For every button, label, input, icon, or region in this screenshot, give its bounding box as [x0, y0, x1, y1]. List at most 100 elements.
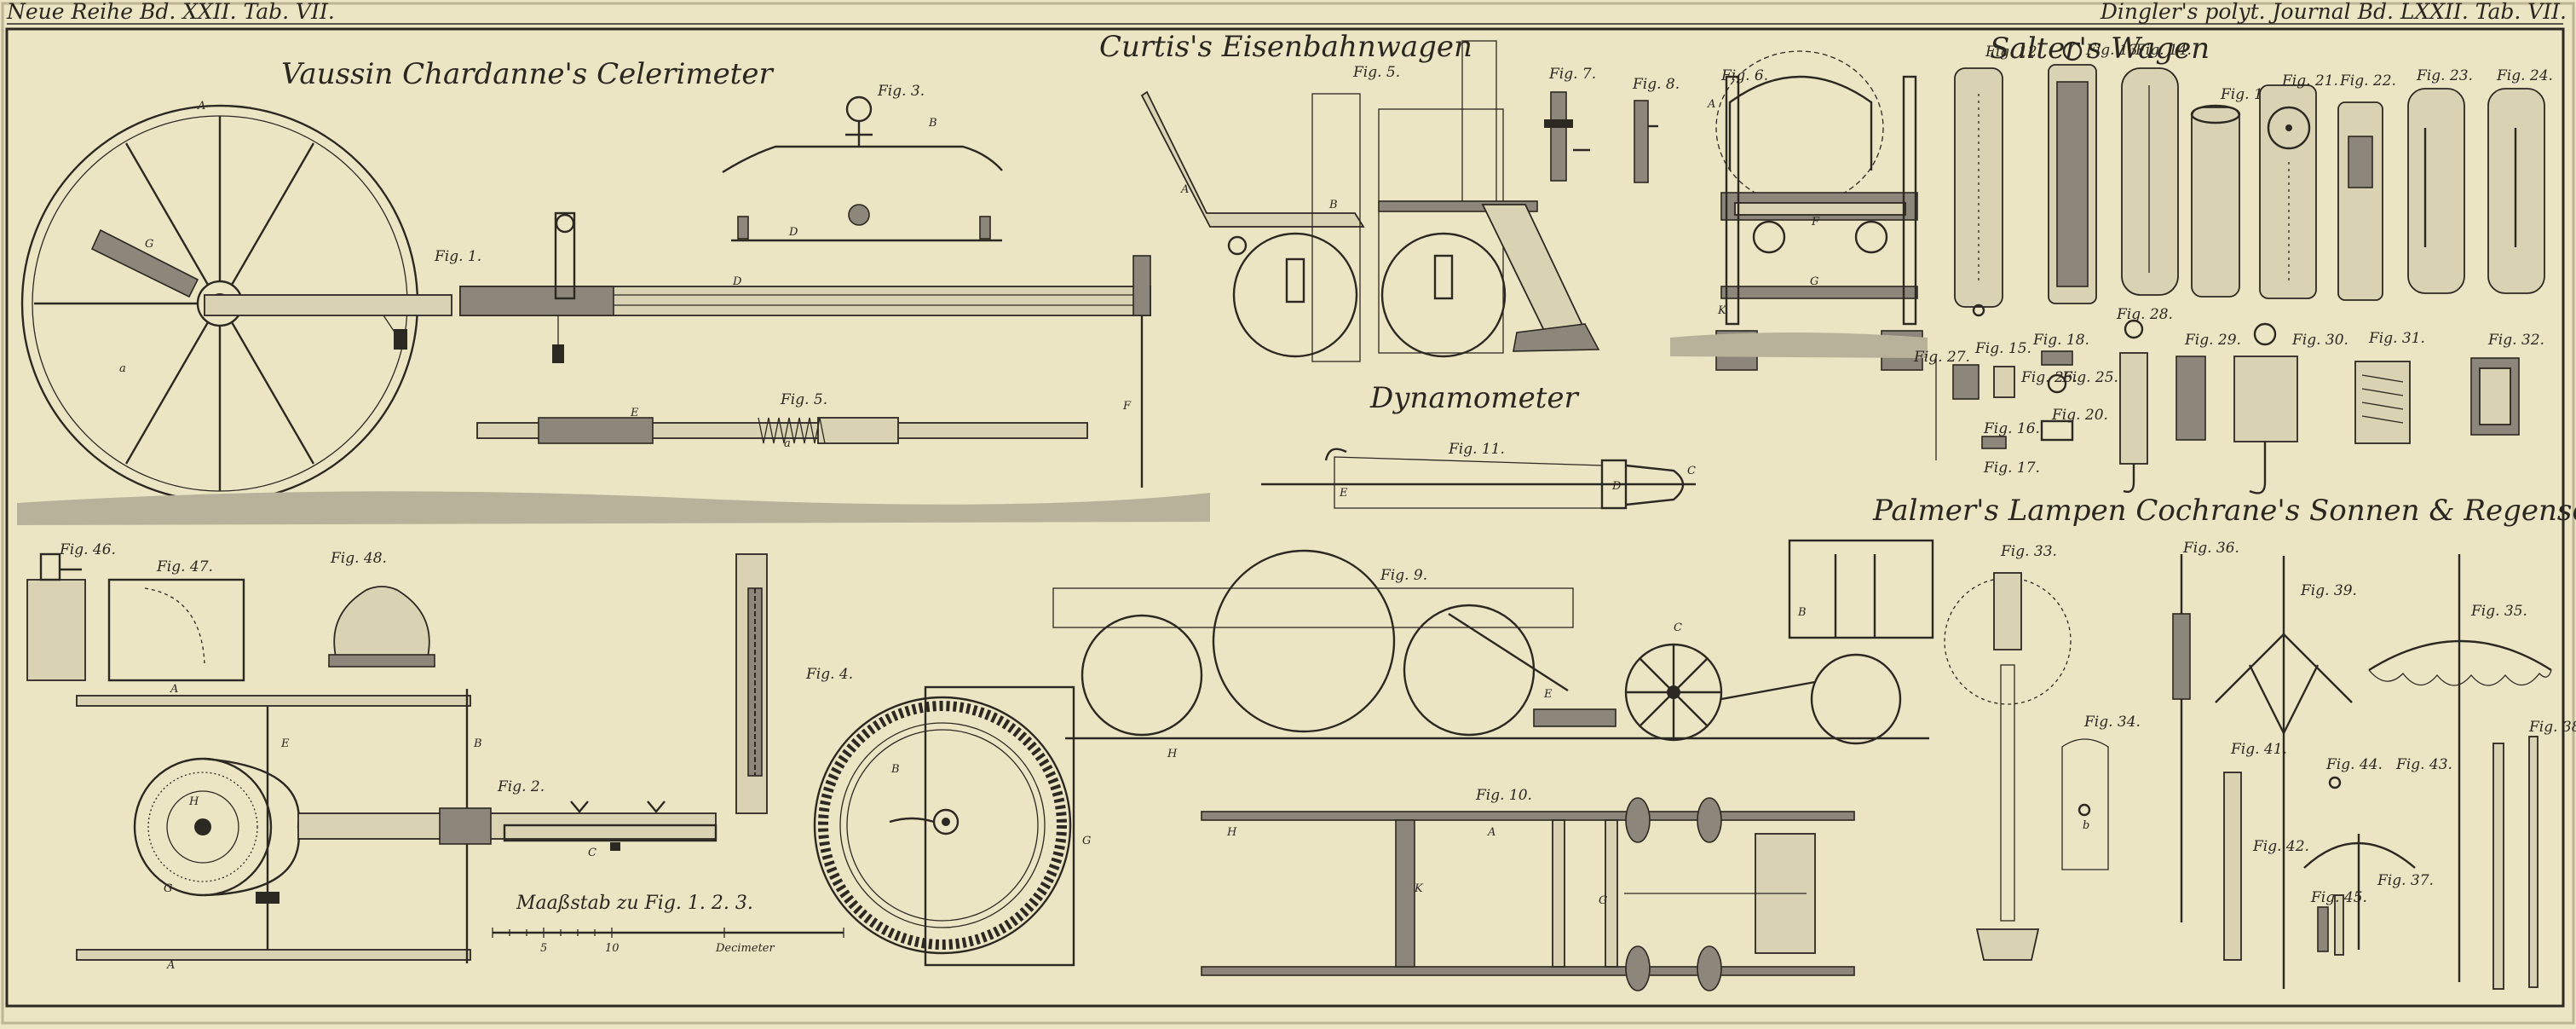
fig-24-balance	[2487, 88, 2545, 294]
fig-2-letter-B: B	[473, 737, 482, 750]
fig-38-rod	[2492, 736, 2539, 990]
scale-title: Maaßstab zu Fig. 1. 2. 3.	[516, 893, 753, 914]
fig-7-label: Fig. 7.	[1548, 66, 1596, 83]
title-celerimeter: Vaussin Chardanne's Celerimeter	[281, 57, 774, 91]
fig-38-label: Fig. 38.	[2528, 719, 2576, 736]
fig-46-label: Fig. 46.	[59, 541, 116, 558]
fig-5-letter-a: a	[784, 437, 791, 450]
fig-32-balance	[2470, 357, 2520, 436]
fig-31-label: Fig. 31.	[2368, 330, 2425, 347]
fig-9-label: Fig. 9.	[1380, 567, 1427, 584]
fig-37-label: Fig. 37.	[2377, 872, 2434, 889]
fig-3-letter-B: B	[928, 117, 937, 130]
fig-5-letter-E: E	[630, 407, 639, 419]
fig-6-letter-F: F	[1811, 216, 1820, 228]
fig-1-letter-G: G	[145, 238, 153, 251]
fig-44-label: Fig. 44.	[2325, 756, 2383, 773]
fig-12-label: Fig. 12.	[1985, 43, 2042, 61]
ground-hatching	[17, 491, 1210, 525]
fig-10-letter-H: H	[1226, 826, 1237, 839]
fig-10-letter-A: A	[1487, 826, 1495, 839]
fig-4-letter-B: B	[890, 763, 900, 776]
fig-9-letter-C: C	[1674, 621, 1682, 634]
fig-7-part	[1544, 91, 1590, 182]
fig-1-celerimeter-wheel: A G a	[20, 100, 452, 503]
fig-15-label: Fig. 15.	[1974, 340, 2031, 357]
fig-48-label: Fig. 48.	[330, 550, 387, 567]
fig-10-letter-G: G	[1599, 894, 1607, 907]
fig-2-letter-H: H	[188, 795, 199, 808]
fig-3-bracket: B D	[722, 95, 1003, 242]
fig-24-label: Fig. 24.	[2496, 67, 2553, 84]
fig-21-balance	[2259, 84, 2317, 299]
fig-46-bottle	[26, 552, 86, 681]
fig-9-letter-E: E	[1543, 688, 1553, 701]
fig-4-side-bar	[735, 553, 768, 814]
rail-letter-A: A	[1180, 183, 1189, 196]
fig-23-balance	[2407, 88, 2465, 294]
fig-42-label: Fig. 42.	[2252, 838, 2309, 855]
title-scales: Salter's Wagen	[1990, 32, 2210, 66]
fig-11-label: Fig. 11.	[1448, 441, 1505, 458]
title-lamps: Palmer's Lampen Cochrane's Sonnen & Rege…	[1872, 494, 2576, 528]
fig-2-mechanism: A A B E G H C	[76, 683, 717, 972]
fig-1-label: Fig. 1.	[434, 248, 481, 265]
fig-2-label: Fig. 2.	[497, 778, 545, 795]
fig-30-hook-balance	[2233, 322, 2298, 494]
fig-41-rod	[2223, 772, 2242, 961]
fig-48-bell	[328, 586, 435, 668]
rail-letter-B: B	[1328, 199, 1338, 211]
railway-carriage-fig-5: A B	[1140, 40, 1600, 362]
fig-14-label: Fig. 14.	[2135, 42, 2192, 59]
fig-28-hook-balance	[2119, 319, 2148, 494]
fig-43-label: Fig. 43.	[2395, 756, 2452, 773]
fig-4-gear-dial: B G	[813, 685, 1091, 967]
fig-1-letter-F: F	[1122, 400, 1132, 413]
fig-2-letter-A2: A	[166, 959, 175, 972]
fig-45-parts	[2317, 894, 2344, 956]
scale-bar: Maaßstab zu Fig. 1. 2. 3. 5 10 Decimeter	[492, 893, 844, 955]
fig-4-label: Fig. 4.	[805, 666, 853, 683]
fig-35-umbrella-open	[2368, 554, 2552, 982]
fig-41-label: Fig. 41.	[2230, 741, 2287, 758]
fig-33-label: Fig. 33.	[2000, 543, 2057, 560]
fig-19-balance	[2190, 104, 2241, 298]
fig-15-27-parts	[1935, 350, 2074, 460]
scale-tick-1: 5	[540, 942, 547, 955]
fig-36-umbrella-rod	[2172, 554, 2191, 922]
fig-21-label: Fig. 21.	[2281, 72, 2338, 90]
title-dynamometer: Dynamometer	[1369, 381, 1579, 415]
fig-11-letter-C: C	[1687, 465, 1696, 477]
fig-9-carriage-train: E C H B	[1052, 539, 1934, 760]
fig-17-label: Fig. 17.	[1983, 460, 2040, 477]
fig-1-letter-A: A	[197, 100, 205, 113]
plate-frame	[5, 27, 2565, 1008]
fig-34-label: Fig. 34.	[2083, 714, 2141, 731]
fig-30-label: Fig. 30.	[2291, 332, 2348, 349]
fig-23-label: Fig. 23.	[2416, 67, 2473, 84]
fig-9-letter-B: B	[1797, 606, 1807, 619]
fig-4-letter-G: G	[1082, 835, 1091, 847]
fig-11-letter-D: D	[1611, 480, 1622, 493]
fig-13-balance	[2048, 41, 2097, 304]
fig-8-label: Fig. 8.	[1632, 76, 1680, 93]
fig-3-label: Fig. 3.	[877, 83, 925, 100]
fig-6-label: Fig. 6.	[1720, 67, 1768, 84]
fig-47-label: Fig. 47.	[156, 558, 213, 575]
fig-28-label: Fig. 28.	[2116, 306, 2173, 323]
title-railway: Curtis's Eisenbahnwagen	[1099, 30, 1472, 64]
fig-13-label: Fig. 13.	[2085, 42, 2142, 59]
fig-3-letter-D: D	[788, 226, 798, 239]
scale-tick-2: 10	[605, 942, 620, 955]
fig-16-label: Fig. 16.	[1983, 420, 2040, 437]
fig-1-letter-D: D	[732, 275, 742, 288]
fig-2-letter-A: A	[170, 683, 178, 696]
fig-35-label: Fig. 35.	[2470, 603, 2527, 620]
header-right: Dingler's polyt. Journal Bd. LXXII. Tab.…	[2100, 0, 2567, 24]
fig-39-umbrella-frame	[2215, 556, 2353, 989]
fig-27-label: Fig. 27.	[1913, 349, 1970, 366]
fig-37-small-umbrella	[2303, 776, 2416, 950]
fig-18-label: Fig. 18.	[2032, 332, 2089, 349]
